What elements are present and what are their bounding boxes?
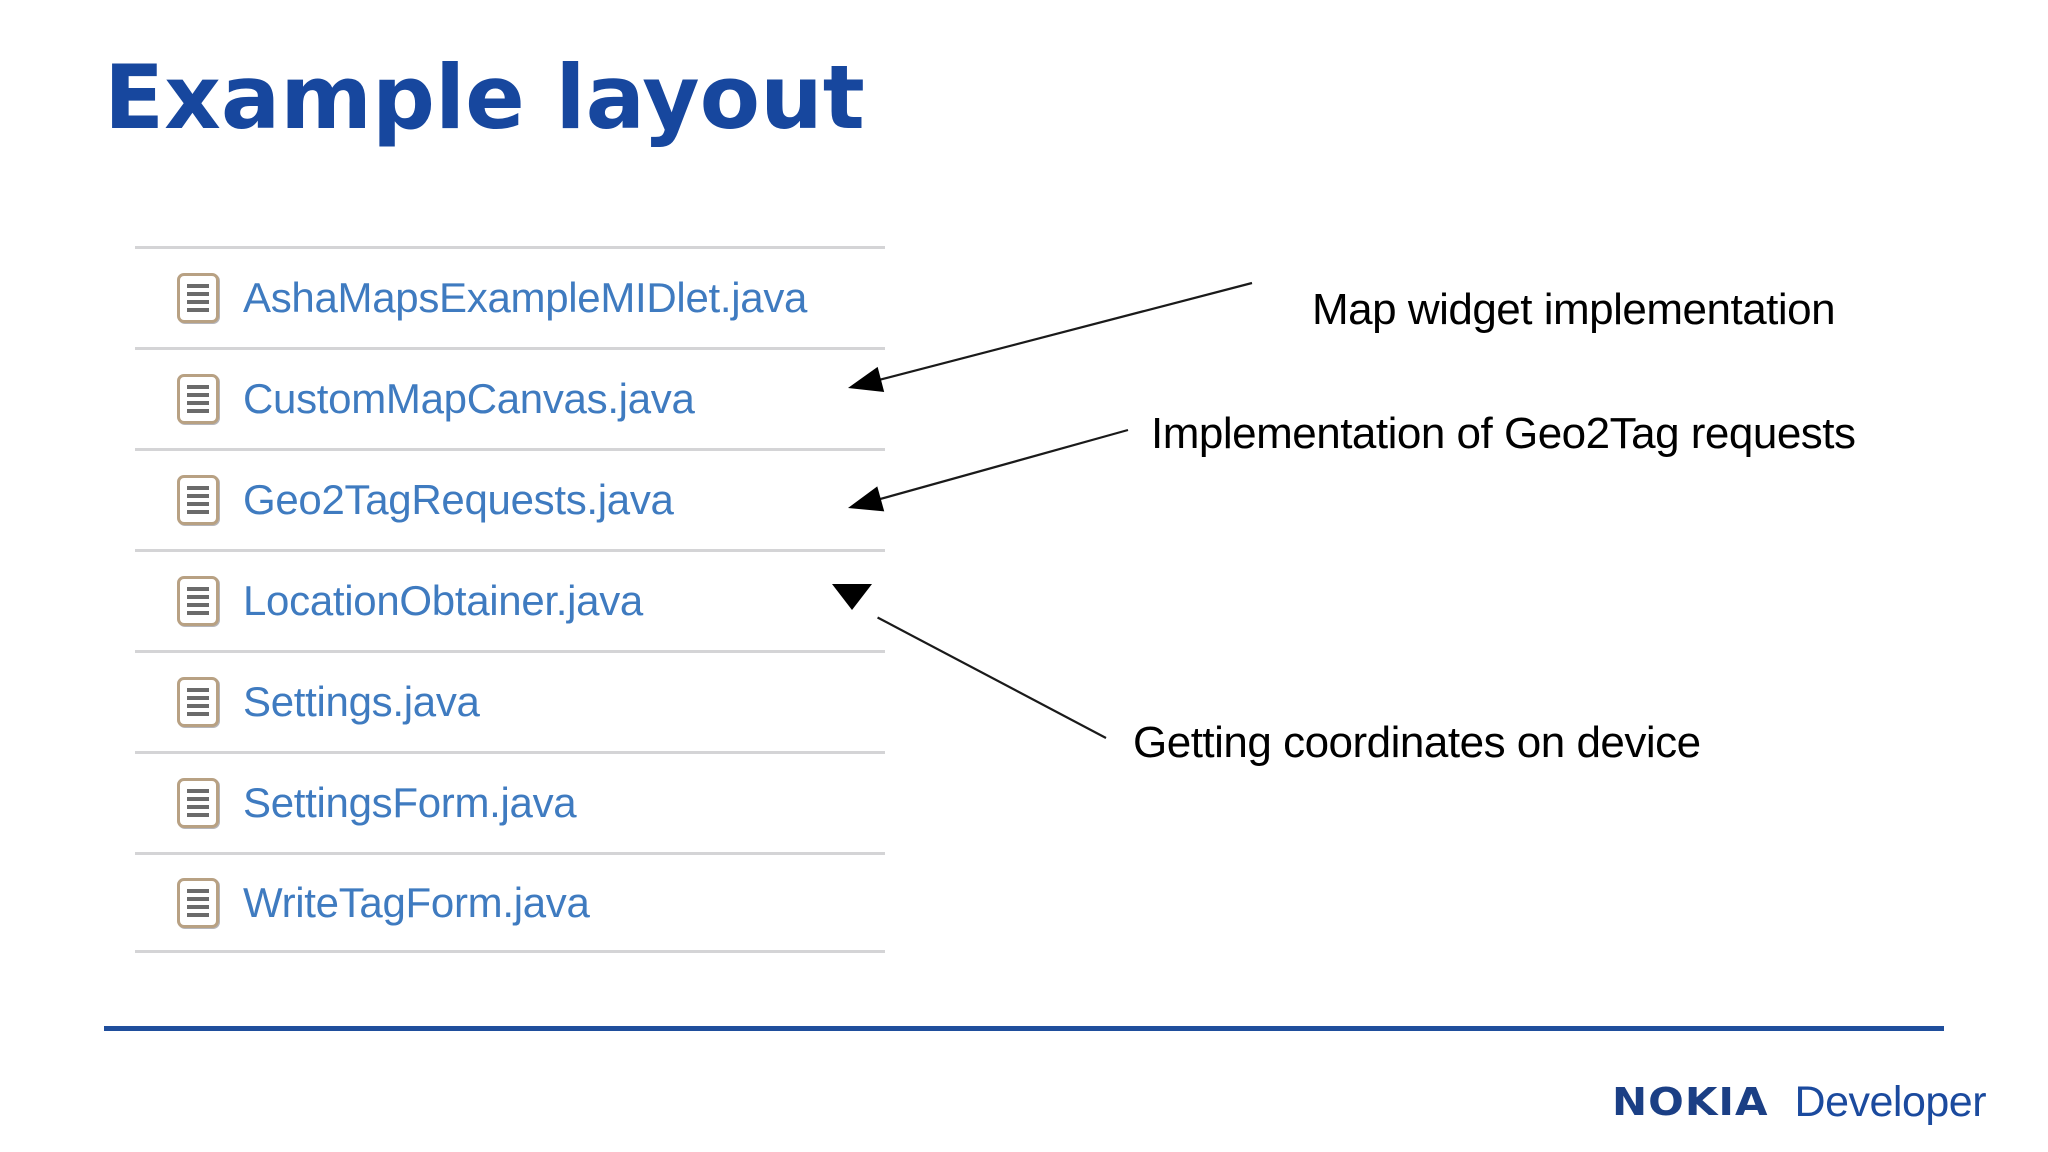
file-name-link[interactable]: Settings.java xyxy=(243,678,480,725)
file-list-item[interactable]: LocationObtainer.java xyxy=(135,549,885,650)
footer-divider xyxy=(104,1026,1944,1031)
document-file-icon xyxy=(177,877,219,928)
annotation-arrow-line-1 xyxy=(875,428,1129,502)
page-title: Example layout xyxy=(104,46,865,149)
document-file-icon xyxy=(177,475,219,525)
developer-wordmark: Developer xyxy=(1794,1078,1987,1126)
document-file-icon xyxy=(177,374,219,424)
file-list-item[interactable]: SettingsForm.java xyxy=(135,751,885,852)
file-name-link[interactable]: WriteTagForm.java xyxy=(243,878,590,926)
nokia-developer-logo: NOKIA Developer xyxy=(1612,1077,1987,1127)
document-file-icon xyxy=(177,576,219,626)
file-name-link[interactable]: CustomMapCanvas.java xyxy=(243,375,695,422)
annotation-geo2tag-requests: Implementation of Geo2Tag requests xyxy=(1151,409,1856,458)
file-name-link[interactable]: LocationObtainer.java xyxy=(243,577,643,624)
nokia-wordmark: NOKIA xyxy=(1612,1078,1769,1125)
file-name-link[interactable]: Geo2TagRequests.java xyxy=(243,476,674,523)
file-name-link[interactable]: SettingsForm.java xyxy=(243,779,577,826)
annotation-arrow-line-0 xyxy=(875,281,1253,382)
file-list-item[interactable]: CustomMapCanvas.java xyxy=(135,347,885,448)
file-list-item[interactable]: Settings.java xyxy=(135,650,885,751)
file-list-item[interactable]: Geo2TagRequests.java xyxy=(135,448,885,549)
file-list-item[interactable]: AshaMapsExampleMIDlet.java xyxy=(135,246,885,347)
document-file-icon xyxy=(177,677,219,727)
file-list-item[interactable]: WriteTagForm.java xyxy=(135,852,885,953)
annotation-getting-coordinates: Getting coordinates on device xyxy=(1133,718,1701,767)
document-file-icon xyxy=(177,778,219,828)
document-file-icon xyxy=(177,273,219,323)
annotation-arrow-line-2 xyxy=(877,616,1107,739)
file-name-link[interactable]: AshaMapsExampleMIDlet.java xyxy=(243,274,808,321)
annotation-map-widget-implementation: Map widget implementation xyxy=(1312,285,1836,334)
